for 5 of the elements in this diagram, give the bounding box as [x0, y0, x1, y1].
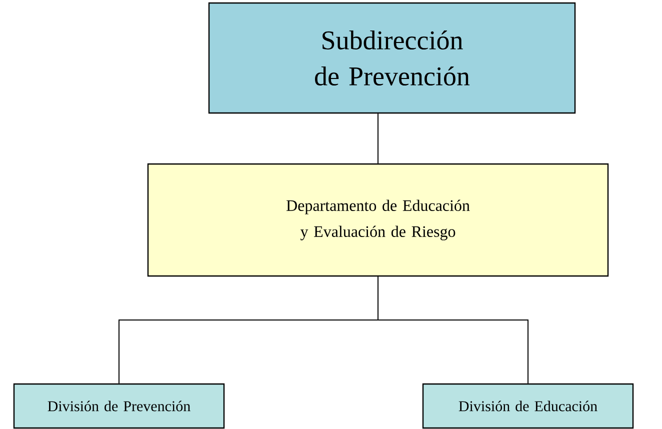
unit-box: División de Educación [422, 383, 634, 429]
connector-line [378, 276, 528, 384]
unit-box: División de Prevención [13, 383, 225, 429]
unit-box: Departamento de Educación y Evaluación de Riesgo [147, 163, 609, 277]
unit-box: Subdirección de Prevención [208, 2, 576, 114]
